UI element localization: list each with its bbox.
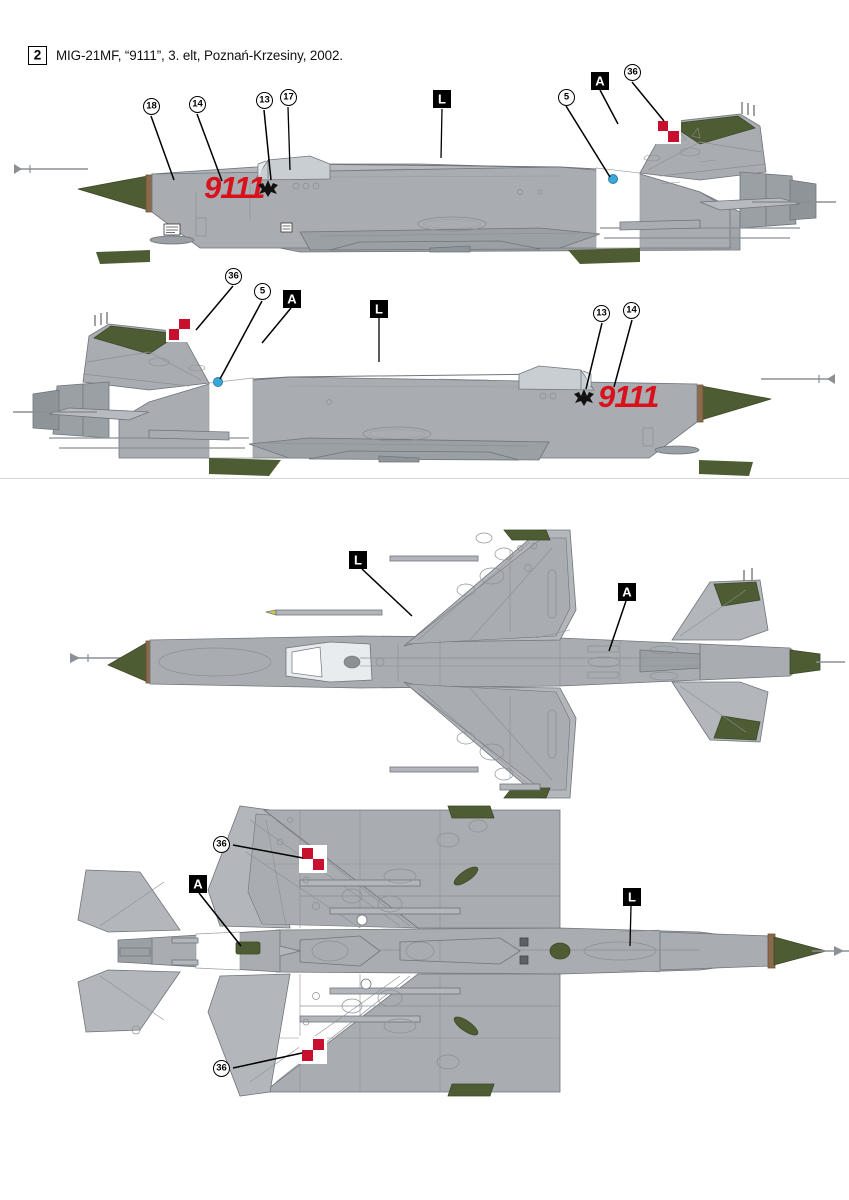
callout-L[interactable]: L — [349, 551, 367, 569]
callout-5[interactable]: 5 — [254, 283, 271, 300]
callout-L[interactable]: L — [623, 888, 641, 906]
callout-13[interactable]: 13 — [593, 305, 610, 322]
callout-L[interactable]: L — [370, 300, 388, 318]
leader-5-2 — [219, 300, 263, 380]
leader-18 — [150, 115, 175, 181]
leader-36-4 — [232, 1052, 303, 1069]
top-plan-drawing — [70, 529, 845, 799]
scheme-header: 2 MIG-21MF, “9111”, 3. elt, Poznań-Krzes… — [28, 46, 343, 65]
callout-36[interactable]: 36 — [213, 836, 230, 853]
scheme-number-badge: 2 — [28, 46, 47, 65]
decal-36-checkerboard — [655, 118, 681, 144]
callout-A[interactable]: A — [283, 290, 301, 308]
decal-14-tactical-number: 9111 — [598, 379, 659, 414]
callout-18[interactable]: 18 — [143, 98, 160, 115]
callout-13[interactable]: 13 — [256, 92, 273, 109]
leader-36-3 — [232, 844, 304, 859]
decal-5-blue-dot — [213, 377, 223, 387]
callout-14[interactable]: 14 — [189, 96, 206, 113]
port-profile-drawing — [13, 312, 835, 476]
decal-5-blue-dot — [608, 174, 618, 184]
leader-5 — [565, 105, 611, 178]
decal-36-checkerboard — [166, 316, 192, 342]
leader-A-1 — [599, 89, 619, 125]
starboard-profile-drawing — [14, 102, 836, 264]
leader-A-4 — [198, 892, 242, 947]
port-side-profile-view — [0, 262, 849, 476]
callout-36[interactable]: 36 — [624, 64, 641, 81]
leader-13 — [263, 109, 272, 181]
decal-17-stencil — [280, 222, 293, 233]
decal-13-bat-emblem — [574, 389, 594, 406]
decal-13-bat-emblem — [258, 180, 278, 197]
decal-14-tactical-number: 9111 — [204, 170, 265, 205]
page-title: MIG-21MF, “9111”, 3. elt, Poznań-Krzesin… — [56, 48, 343, 63]
leader-A-2 — [261, 307, 292, 344]
leader-L-3 — [361, 568, 413, 617]
callout-A[interactable]: A — [618, 583, 636, 601]
decal-36-checkerboard — [299, 1036, 327, 1064]
callout-14[interactable]: 14 — [623, 302, 640, 319]
leader-14 — [196, 113, 223, 182]
callout-17[interactable]: 17 — [280, 89, 297, 106]
leader-13-2 — [585, 322, 603, 390]
leader-14-2 — [613, 319, 633, 388]
decal-36-checkerboard — [299, 845, 327, 873]
section-divider — [0, 478, 849, 479]
top-plan-view — [0, 490, 849, 799]
leader-L-1 — [440, 108, 443, 159]
leader-L-4 — [629, 905, 632, 947]
callout-36[interactable]: 36 — [225, 268, 242, 285]
decal-18-stencil — [163, 223, 181, 236]
leader-36-2 — [195, 285, 234, 331]
starboard-side-profile-view — [0, 52, 849, 264]
scheme-number-text: 2 — [33, 47, 42, 63]
leader-17 — [287, 106, 291, 171]
callout-L[interactable]: L — [433, 90, 451, 108]
callout-A[interactable]: A — [189, 875, 207, 893]
callout-5[interactable]: 5 — [558, 89, 575, 106]
callout-A[interactable]: A — [591, 72, 609, 90]
callout-36[interactable]: 36 — [213, 1060, 230, 1077]
leader-36-1 — [631, 81, 665, 122]
leader-A-3 — [608, 600, 627, 652]
